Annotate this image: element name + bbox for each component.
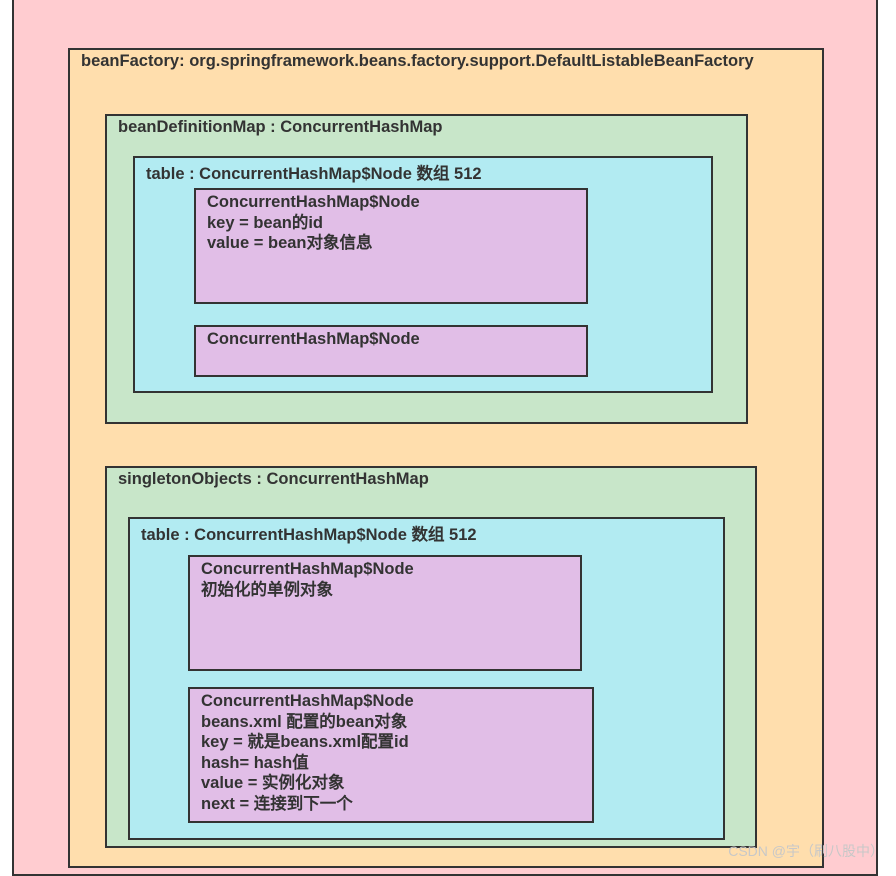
node-text: ConcurrentHashMap$Node 初始化的单例对象 — [201, 559, 414, 600]
node-line: beans.xml 配置的bean对象 — [201, 712, 408, 731]
node-line: value = 实例化对象 — [201, 774, 345, 792]
bean-definition-node-box: ConcurrentHashMap$Node — [194, 325, 588, 377]
bean-definition-table-label: table : ConcurrentHashMap$Node 数组 512 — [146, 165, 482, 183]
node-line: ConcurrentHashMap$Node — [207, 330, 420, 348]
singleton-node-box: ConcurrentHashMap$Node 初始化的单例对象 — [188, 555, 582, 671]
node-line: ConcurrentHashMap$Node — [207, 193, 420, 211]
singleton-node-box: ConcurrentHashMap$Node beans.xml 配置的bean… — [188, 687, 594, 823]
bean-factory-label: beanFactory: org.springframework.beans.f… — [81, 52, 754, 70]
node-text: ConcurrentHashMap$Node — [207, 329, 420, 350]
node-line: value = bean对象信息 — [207, 234, 373, 252]
bean-definition-node-box: ConcurrentHashMap$Node key = bean的id val… — [194, 188, 588, 304]
node-text: ConcurrentHashMap$Node beans.xml 配置的bean… — [201, 691, 414, 814]
node-line: ConcurrentHashMap$Node — [201, 692, 414, 710]
node-line: hash= hash值 — [201, 753, 309, 772]
node-line: key = bean的id — [207, 213, 324, 232]
node-line: 初始化的单例对象 — [201, 580, 333, 599]
singleton-table-label: table : ConcurrentHashMap$Node 数组 512 — [141, 526, 477, 544]
singleton-objects-label: singletonObjects : ConcurrentHashMap — [118, 470, 429, 488]
node-line: ConcurrentHashMap$Node — [201, 560, 414, 578]
bean-definition-map-label: beanDefinitionMap : ConcurrentHashMap — [118, 118, 443, 136]
node-line: key = 就是beans.xml配置id — [201, 733, 409, 751]
node-line: next = 连接到下一个 — [201, 794, 353, 813]
node-text: ConcurrentHashMap$Node key = bean的id val… — [207, 192, 420, 254]
csdn-watermark: CSDN @宇（刷八股中） — [728, 843, 884, 859]
